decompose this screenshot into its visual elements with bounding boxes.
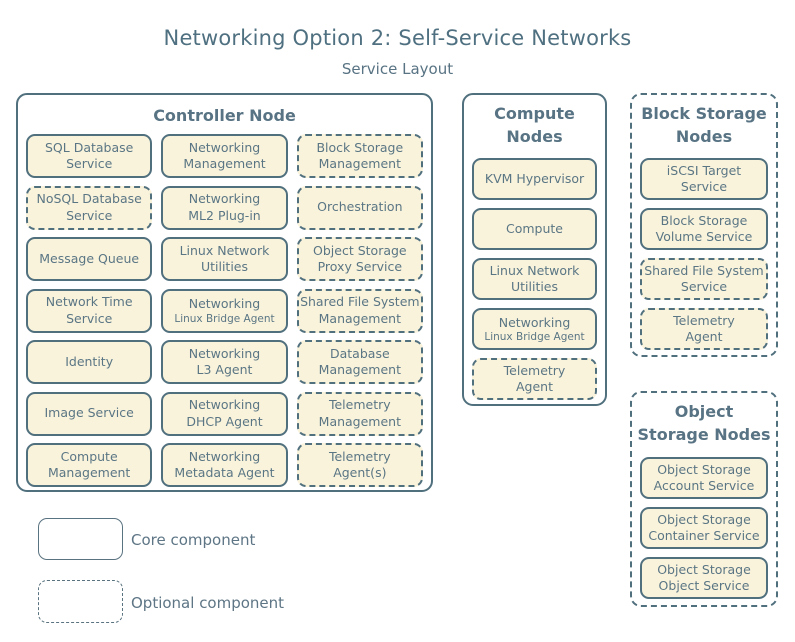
service-networking-metadata-agent: Networking Metadata Agent — [161, 443, 288, 487]
service-sublabel: Linux Bridge Agent — [174, 312, 275, 325]
service-orchestration: Orchestration — [296, 185, 423, 230]
service-label: Image Service — [44, 405, 134, 421]
service-label: Identity — [65, 353, 114, 369]
service-identity: Identity — [26, 340, 153, 384]
service-network-time: Network Time Service — [26, 288, 153, 333]
service-label: NoSQL Database Service — [36, 191, 142, 223]
service-iscsi-target: iSCSI Target Service — [640, 158, 768, 200]
service-shared-file-system-management: Shared File System Management — [296, 288, 423, 333]
legend-core-swatch — [38, 518, 123, 560]
service-block-storage-management: Block Storage Management — [296, 134, 423, 178]
service-label: Object Storage Container Service — [648, 511, 760, 543]
object-storage-nodes-box: Object Storage Nodes Object Storage Acco… — [630, 391, 778, 607]
legend-optional-label: Optional component — [131, 594, 285, 612]
service-label: Networking L3 Agent — [188, 345, 261, 377]
service-label: iSCSI Target Service — [666, 162, 742, 194]
service-shared-file-system: Shared File System Service — [640, 258, 768, 300]
service-block-storage-volume: Block Storage Volume Service — [640, 208, 768, 250]
service-label: Linux Network Utilities — [179, 242, 270, 274]
service-image-service: Image Service — [26, 391, 153, 436]
service-label: Object Storage Account Service — [653, 461, 755, 493]
service-object-storage-proxy: Object Storage Proxy Service — [296, 237, 423, 281]
service-label: Message Queue — [39, 250, 140, 266]
service-label: Compute Management — [47, 448, 131, 480]
service-telemetry-agents: Telemetry Agent(s) — [296, 443, 423, 487]
service-label: Database Management — [318, 345, 401, 377]
service-label: Block Storage Volume Service — [655, 212, 753, 244]
service-linux-network-utilities: Linux Network Utilities — [472, 258, 597, 300]
service-label: Telemetry Agent — [503, 362, 566, 394]
service-label: Networking Management — [183, 139, 266, 171]
service-label: SQL Database Service — [44, 139, 134, 171]
block-storage-nodes-title: Block Storage Nodes — [641, 104, 767, 147]
service-label: Networking — [188, 296, 261, 312]
service-object-storage-container: Object Storage Container Service — [640, 507, 768, 549]
service-telemetry-management: Telemetry Management — [296, 391, 423, 436]
service-label: Object Storage Proxy Service — [313, 242, 407, 274]
service-database-management: Database Management — [296, 340, 423, 384]
compute-nodes-box: Compute Nodes KVM Hypervisor Compute Lin… — [462, 93, 607, 406]
service-label: Networking — [498, 314, 571, 330]
service-object-storage-account: Object Storage Account Service — [640, 457, 768, 499]
object-storage-services-stack: Object Storage Account Service Object St… — [640, 457, 768, 599]
service-label: Shared File System Service — [644, 262, 764, 294]
service-label: Orchestration — [317, 199, 403, 215]
service-message-queue: Message Queue — [26, 237, 153, 281]
diagram-title: Networking Option 2: Self-Service Networ… — [163, 26, 632, 50]
service-linux-network-utilities: Linux Network Utilities — [161, 237, 288, 281]
service-label: Network Time Service — [45, 294, 133, 326]
legend-core-label: Core component — [131, 531, 256, 549]
service-label: Telemetry Agent(s) — [328, 448, 391, 480]
service-compute-management: Compute Management — [26, 443, 153, 487]
service-networking-l3-agent: Networking L3 Agent — [161, 340, 288, 384]
service-label: Networking Metadata Agent — [174, 448, 275, 480]
service-sublabel: Linux Bridge Agent — [484, 331, 585, 344]
legend-optional-swatch — [38, 580, 123, 623]
block-storage-nodes-box: Block Storage Nodes iSCSI Target Service… — [630, 93, 778, 357]
service-sql-database: SQL Database Service — [26, 134, 153, 178]
compute-nodes-title: Compute Nodes — [494, 104, 575, 147]
diagram-subtitle: Service Layout — [341, 60, 454, 78]
controller-node-box: Controller Node SQL Database Service Net… — [16, 93, 433, 492]
service-label: Linux Network Utilities — [489, 262, 580, 294]
controller-services-grid: SQL Database Service Networking Manageme… — [26, 134, 423, 487]
controller-node-title: Controller Node — [153, 106, 296, 125]
service-label: Compute — [505, 220, 563, 236]
service-nosql-database: NoSQL Database Service — [26, 185, 153, 230]
service-telemetry-agent: Telemetry Agent — [472, 358, 597, 400]
object-storage-nodes-title: Object Storage Nodes — [637, 402, 771, 445]
service-telemetry-agent: Telemetry Agent — [640, 308, 768, 350]
service-label: Block Storage Management — [316, 139, 404, 171]
service-label: Object Storage Object Service — [657, 561, 751, 593]
service-label: Shared File System Management — [300, 294, 420, 326]
service-networking-dhcp-agent: Networking DHCP Agent — [161, 391, 288, 436]
service-compute: Compute — [472, 208, 597, 250]
block-storage-services-stack: iSCSI Target Service Block Storage Volum… — [640, 158, 768, 350]
compute-services-stack: KVM Hypervisor Compute Linux Network Uti… — [472, 158, 597, 400]
service-networking-ml2: Networking ML2 Plug-in — [161, 185, 288, 230]
service-kvm-hypervisor: KVM Hypervisor — [472, 158, 597, 200]
service-label: Networking ML2 Plug-in — [188, 191, 261, 223]
service-label: Networking DHCP Agent — [186, 397, 263, 429]
service-label: KVM Hypervisor — [484, 170, 585, 186]
service-label: Telemetry Management — [318, 397, 401, 429]
service-object-storage-object: Object Storage Object Service — [640, 557, 768, 599]
service-label: Telemetry Agent — [673, 312, 735, 344]
service-networking-management: Networking Management — [161, 134, 288, 178]
